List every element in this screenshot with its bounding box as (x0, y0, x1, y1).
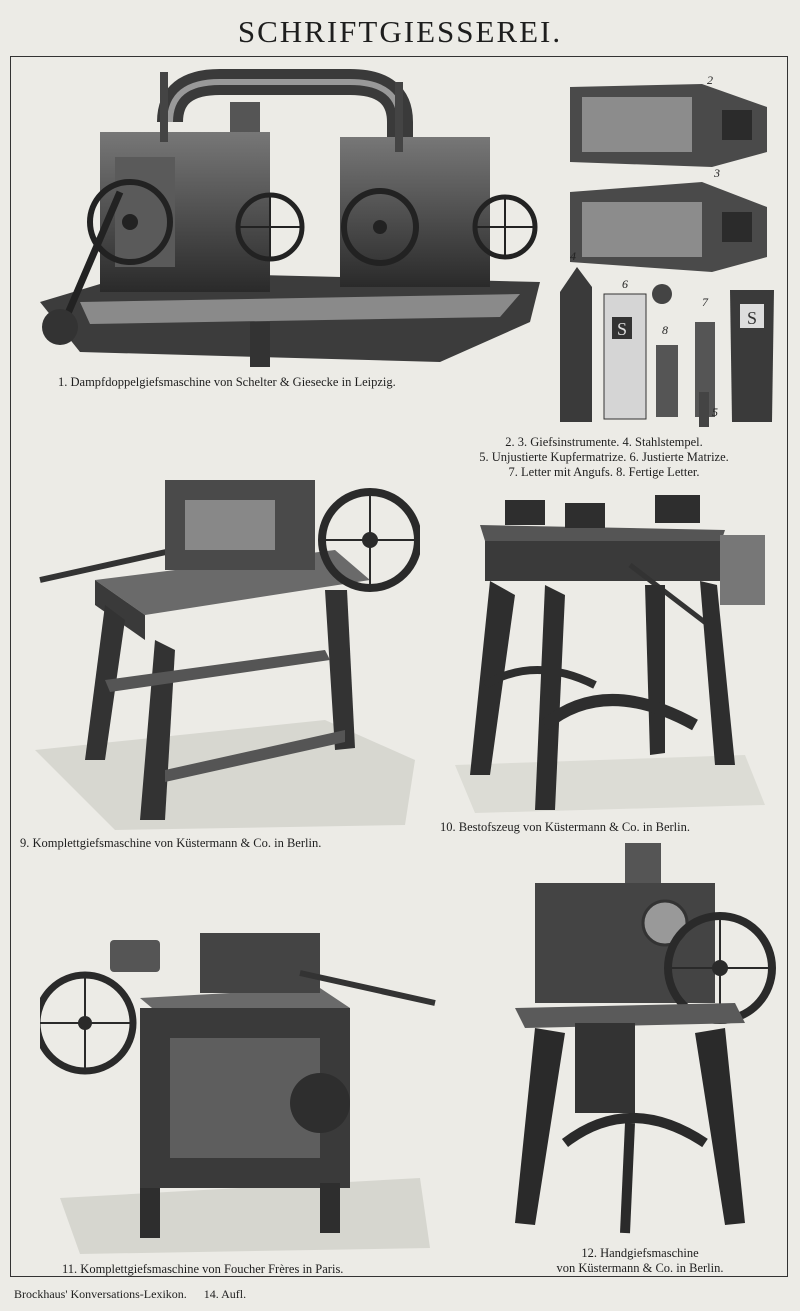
figure-10-bestosszeug (455, 495, 765, 813)
giefsinstrument-2 (570, 84, 767, 167)
caption-figure-12: 12. Handgiefsmaschine von Küstermann & C… (510, 1246, 770, 1276)
matrize-5: S (730, 290, 774, 422)
matrize-6: S (603, 293, 647, 420)
caption-figure-10: 10. Bestofszeug von Küstermann & Co. in … (440, 820, 690, 834)
caption-line-2: 5. Unjustierte Kupfermatrize. 6. Justier… (479, 450, 729, 464)
caption-figure-9: 9. Komplettgiefsmaschine von Küstermann … (20, 836, 322, 850)
label-8: 8 (662, 323, 668, 337)
caption-12-line-1: 12. Handgiefsmaschine (581, 1246, 699, 1260)
label-3: 3 (713, 166, 720, 180)
label-7: 7 (702, 295, 709, 309)
label-2: 2 (707, 73, 713, 87)
footer-edition: 14. Aufl. (203, 1287, 247, 1301)
caption-12-line-2: von Küstermann & Co. in Berlin. (556, 1261, 724, 1275)
stahlstempel-4 (560, 267, 592, 422)
figure-11-komplettgiessmaschine-foucher (40, 933, 436, 1254)
caption-figure-11: 11. Komplettgiefsmaschine von Foucher Fr… (62, 1262, 344, 1276)
label-4: 4 (570, 249, 576, 263)
giefsinstrument-3 (570, 182, 767, 304)
page-title: SCHRIFTGIESSEREI. (237, 14, 563, 49)
figure-9-komplettgiessmaschine (35, 480, 420, 830)
label-6: 6 (622, 277, 628, 291)
caption-line-3: 7. Letter mit Angufs. 8. Fertige Letter. (508, 465, 700, 479)
matrize-5-letter: S (747, 308, 757, 328)
matrize-letter: S (617, 319, 627, 339)
figure-12-handgiessmaschine (515, 843, 776, 1234)
caption-figure-2-8: 2. 3. Giefsinstrumente. 4. Stahlstempel.… (444, 435, 764, 480)
figure-2-8-instruments: S S 2 3 4 6 7 8 5 (560, 73, 774, 427)
caption-line-1: 2. 3. Giefsinstrumente. 4. Stahlstempel. (505, 435, 703, 449)
plate-frame (10, 56, 788, 1277)
footer: Brockhaus' Konversations-Lexikon. 14. Au… (14, 1287, 260, 1302)
caption-figure-1: 1. Dampfdoppelgiefsmaschine von Schelter… (58, 375, 396, 389)
figure-1-double-casting-machine (40, 69, 540, 367)
footer-publisher: Brockhaus' Konversations-Lexikon. (14, 1287, 187, 1301)
label-5: 5 (712, 405, 718, 419)
letter-7 (695, 322, 715, 427)
letter-8 (656, 345, 678, 417)
